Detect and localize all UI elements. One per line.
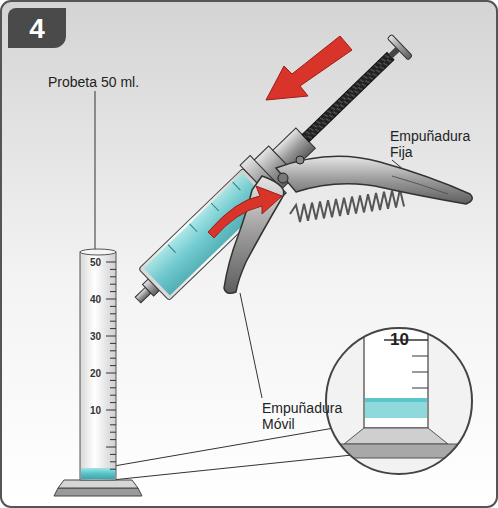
scale-tick [110,350,116,351]
scale-tick [110,424,116,425]
scale-tick [110,291,116,292]
scale-tick [110,387,116,388]
scale-tick [110,321,116,322]
zoom-scale-number: 10 [390,330,409,350]
scale-tick [106,262,116,263]
scale-tick [110,395,116,396]
scale-tick [106,373,116,374]
scale-tick [106,336,116,337]
scale-number: 50 [90,257,106,268]
scale-tick [110,284,116,285]
zoom-circle: 10 [324,326,474,476]
scale-tick [110,313,116,314]
scale-tick [110,343,116,344]
scale-tick [110,469,116,470]
scale-tick [110,461,116,462]
scale-number: 30 [90,331,106,342]
handle-label: Empuñadura Fija [390,128,482,160]
scale-tick [110,402,116,403]
step-number: 4 [8,13,66,45]
scale-tick [106,447,116,448]
handle-label: Empuñadura Móvil [262,400,354,432]
step-badge: 4 [8,8,66,48]
scale-tick [110,432,116,433]
scale-tick [110,417,116,418]
scale-tick [110,276,116,277]
scale-tick [110,269,116,270]
scale-tick [110,358,116,359]
scale-number: 10 [90,405,106,416]
cylinder-label: Probeta 50 ml. [48,74,178,90]
scale-tick [110,306,116,307]
spring-coil [290,189,404,222]
scale-tick [106,410,116,411]
scale-number: 20 [90,368,106,379]
scale-tick [110,380,116,381]
scale-tick [106,299,116,300]
scale-number: 40 [90,294,106,305]
scale-tick [110,439,116,440]
scale-tick [110,328,116,329]
scale-tick [110,365,116,366]
scale-tick [110,454,116,455]
